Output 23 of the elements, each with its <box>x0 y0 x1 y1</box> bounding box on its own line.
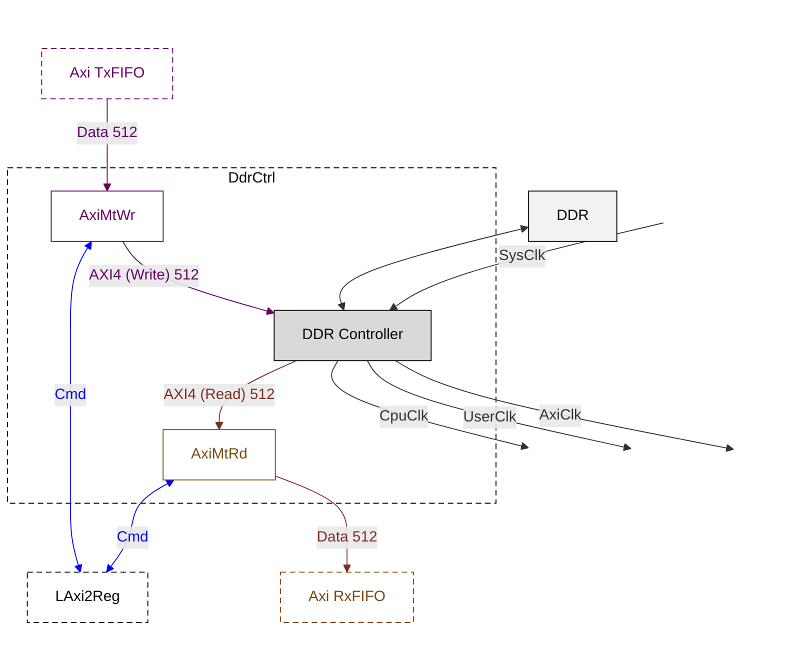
edge-label: AXI4 (Read) 512 <box>164 386 275 403</box>
edge-label: AxiClk <box>539 407 582 424</box>
arrow <box>366 360 632 452</box>
edge-label: Data 512 <box>316 529 378 546</box>
node-box: AxiMtRd <box>162 429 276 480</box>
arrow <box>70 241 92 573</box>
node-box: LAxi2Reg <box>26 572 148 623</box>
node-box: DDR <box>528 190 618 242</box>
arrow <box>106 480 174 573</box>
arrow <box>331 360 529 450</box>
node-box: AxiMtWr <box>50 190 164 242</box>
edge-label: CpuClk <box>379 408 428 424</box>
node-box: Axi RxFIFO <box>280 572 414 623</box>
edge-label: AXI4 (Write) 512 <box>89 267 199 284</box>
edge-label: Cmd <box>54 386 86 403</box>
node-box: Axi TxFIFO <box>41 48 174 100</box>
arrow <box>338 225 529 311</box>
arrow <box>389 222 664 311</box>
edge-label: SysClk <box>498 248 546 264</box>
node-box: DDR Controller <box>274 310 432 362</box>
arrow <box>394 360 734 452</box>
edge-label: Cmd <box>116 529 148 546</box>
edge-label: Data 512 <box>76 124 138 141</box>
